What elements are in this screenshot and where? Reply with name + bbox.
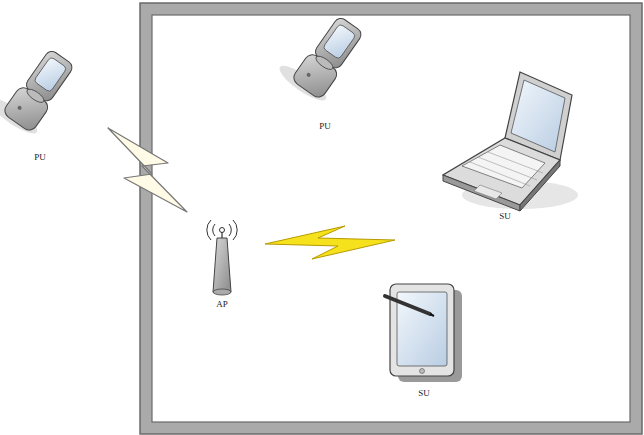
room-frame (140, 3, 642, 434)
ap-tip (220, 228, 225, 233)
laptop-screen (511, 80, 565, 152)
device-label: AP (216, 299, 228, 310)
tablet-button (420, 369, 425, 374)
tablet-icon (385, 284, 462, 382)
device-label: SU (499, 211, 511, 222)
radio-waves (207, 220, 237, 240)
wireless-link (265, 226, 395, 259)
stylus (385, 296, 430, 314)
keyboard-rows (470, 152, 543, 186)
stylus-tip (430, 314, 434, 316)
phone-hinge (25, 87, 46, 105)
device-label: PU (319, 121, 331, 132)
laptop-icon (443, 72, 578, 211)
phone-hinge (314, 54, 335, 72)
laptop-base (443, 138, 560, 205)
device-label: SU (418, 388, 430, 399)
phone-button (17, 105, 23, 111)
laptop-keyboard (462, 145, 545, 188)
ap-body (213, 238, 231, 292)
phone-screen (34, 56, 68, 92)
phone-button (306, 72, 312, 78)
laptop-touchpad (474, 185, 502, 199)
device-label: PU (34, 152, 46, 163)
phone-screen (323, 23, 357, 59)
phone-icon (275, 5, 369, 106)
access-point-icon (207, 220, 237, 295)
tablet-body (390, 284, 454, 376)
ap-base (213, 289, 231, 295)
wireless-link (108, 128, 187, 212)
room-interior (152, 15, 630, 422)
phone-icon (0, 38, 80, 139)
